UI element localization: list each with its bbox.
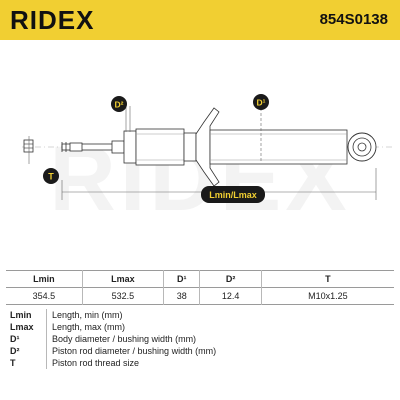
spec-header-d2: D² — [199, 270, 262, 288]
legend-description: Piston rod diameter / bushing width (mm) — [46, 345, 390, 357]
badge-d2-label: D² — [115, 100, 124, 110]
spec-value-t: M10x1.25 — [308, 291, 348, 301]
spec-header-t: T — [325, 274, 331, 284]
legend-symbol: D¹ — [10, 334, 20, 344]
badge-d2 — [111, 96, 127, 112]
length-label: Lmin/Lmax — [209, 190, 257, 200]
legend: Lmin Length, min (mm) Lmax Length, max (… — [10, 309, 390, 369]
spec-header-lmin: Lmin — [6, 270, 83, 288]
spec-header-d1: D¹ — [163, 270, 201, 288]
spec-value-row: 354.5 532.5 38 12.4 M10x1.25 — [6, 287, 394, 305]
legend-description: Length, max (mm) — [46, 321, 390, 333]
part-number: 854S0138 — [319, 11, 388, 28]
spec-header-lmax: Lmax — [82, 270, 164, 288]
mounting-bracket — [195, 107, 220, 187]
eye-mount — [347, 132, 377, 162]
legend-row: Lmin Length, min (mm) — [10, 309, 390, 321]
legend-row: D² Piston rod diameter / bushing width (… — [10, 345, 390, 357]
spec-header-row: Lmin Lmax D¹ D² T — [6, 270, 394, 288]
legend-symbol: D² — [10, 346, 20, 356]
header-bar: RIDEX 854S0138 — [0, 0, 400, 40]
legend-description: Body diameter / bushing width (mm) — [46, 333, 390, 345]
badge-t-label: T — [48, 172, 54, 182]
spec-value-d2: 12.4 — [199, 287, 262, 305]
legend-symbol: T — [10, 358, 16, 368]
spec-table: Lmin Lmax D¹ D² T 354.5 532.5 38 12.4 M1… — [6, 270, 394, 305]
spec-value-d1: 38 — [163, 287, 201, 305]
legend-symbol: Lmin — [10, 310, 32, 320]
badge-t — [43, 168, 59, 184]
thread-nut — [23, 139, 34, 153]
main-body — [209, 129, 348, 165]
spec-value-lmin: 354.5 — [6, 287, 83, 305]
legend-row: D¹ Body diameter / bushing width (mm) — [10, 333, 390, 345]
legend-description: Piston rod thread size — [46, 357, 390, 369]
legend-row: T Piston rod thread size — [10, 357, 390, 369]
brand-logo: RIDEX — [10, 5, 95, 35]
shock-absorber-diagram: RIDEX — [22, 94, 392, 230]
upper-body — [123, 128, 197, 166]
badge-d1 — [253, 94, 269, 110]
legend-row: Lmax Length, max (mm) — [10, 321, 390, 333]
badge-d1-label: D¹ — [257, 98, 266, 108]
legend-symbol: Lmax — [10, 322, 34, 332]
length-label-box — [201, 186, 265, 203]
legend-description: Length, min (mm) — [46, 309, 390, 321]
spec-value-lmax: 532.5 — [82, 287, 164, 305]
